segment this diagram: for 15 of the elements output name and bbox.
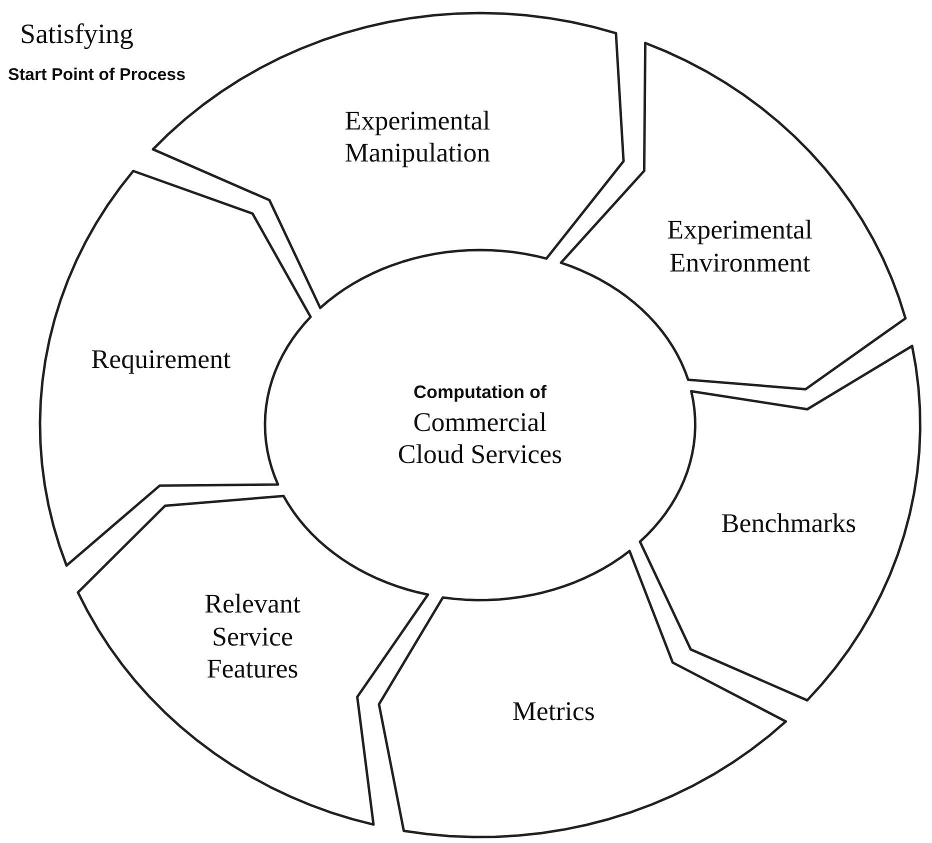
center-title: Commercial Cloud Services	[396, 406, 564, 471]
side-label: Satisfying	[20, 18, 134, 52]
segment-label: Experimental Environment	[666, 214, 814, 279]
arrow-segment	[558, 41, 907, 392]
segment-label: Relevant Service Features	[204, 588, 302, 685]
segment-label: Experimental Manipulation	[344, 104, 492, 170]
arrow-segment	[76, 494, 430, 827]
segment-label: Metrics	[511, 694, 596, 728]
center-heading: Computation of	[414, 381, 546, 404]
start-point-label: Start Point of Process	[8, 64, 186, 86]
arrow-segment	[38, 169, 313, 568]
arrow-segment	[638, 344, 922, 703]
arrow-segment	[376, 548, 788, 839]
segment-label: Benchmarks	[720, 506, 858, 540]
segment-label: Requirement	[90, 342, 232, 376]
